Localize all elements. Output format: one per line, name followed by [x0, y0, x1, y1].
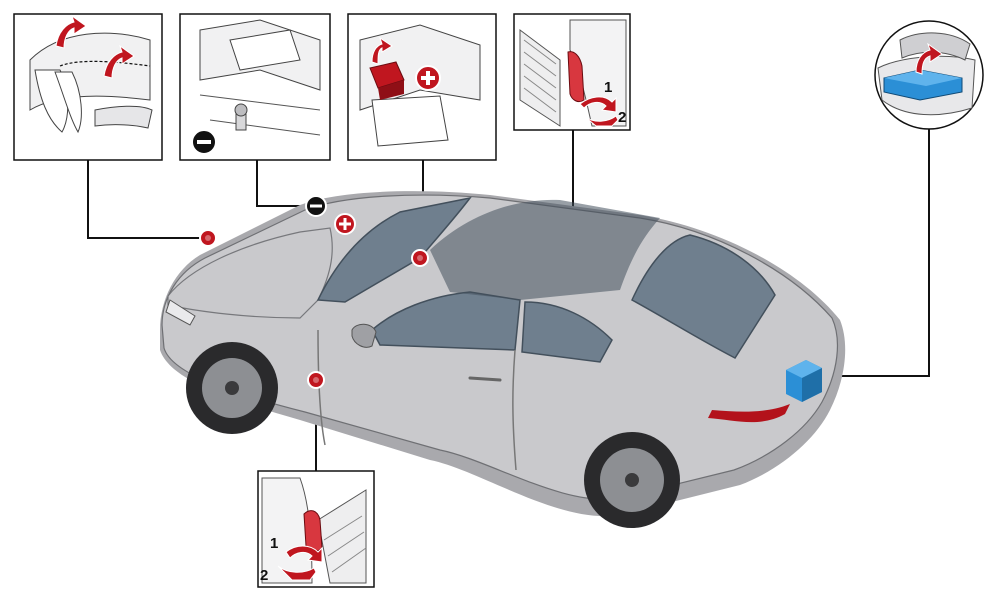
step-label-1: 1 [604, 79, 612, 96]
leader-trunk-battery [812, 127, 930, 377]
callout-trunk-battery [874, 20, 984, 130]
curved-up-arrow-icon [55, 14, 87, 49]
callout-rear-door-sill: 1 2 [513, 13, 631, 131]
rear-wheel [584, 432, 680, 528]
step-label-2: 2 [260, 567, 268, 584]
plus-circle-icon [415, 65, 441, 91]
curved-up-arrow-icon [915, 42, 943, 75]
rear-side-window [521, 301, 613, 363]
roof-interior-view [430, 199, 660, 300]
front-wheel [186, 342, 278, 434]
minus-circle-icon [191, 129, 217, 155]
callout-negative-terminal [179, 13, 331, 161]
leader-hood-release [87, 160, 208, 239]
car-illustration [160, 191, 846, 528]
headlight [165, 299, 196, 326]
callout-hood-release [13, 13, 163, 161]
windshield [316, 196, 472, 303]
marker-rear-door [411, 249, 429, 267]
marker-front-door [307, 371, 325, 389]
door-seam [317, 329, 517, 471]
front-side-window [371, 291, 521, 351]
trunk-battery [786, 360, 822, 402]
side-mirror [351, 323, 377, 348]
leader-negative-terminal [256, 160, 316, 207]
door-handle [468, 376, 502, 382]
step-label-1: 1 [270, 535, 278, 552]
callout-positive-terminal [347, 13, 497, 161]
plus-circle-icon [334, 213, 356, 235]
curved-up-arrow-icon [371, 36, 393, 65]
tail-light [708, 404, 790, 423]
minus-circle-icon [305, 195, 327, 217]
rear-window [631, 234, 776, 359]
car-hood [167, 227, 333, 319]
step-label-2: 2 [618, 109, 626, 126]
marker-hood-release [199, 229, 217, 247]
callout-front-door-sill: 1 2 [257, 470, 375, 588]
curved-up-arrow-icon [103, 44, 135, 79]
